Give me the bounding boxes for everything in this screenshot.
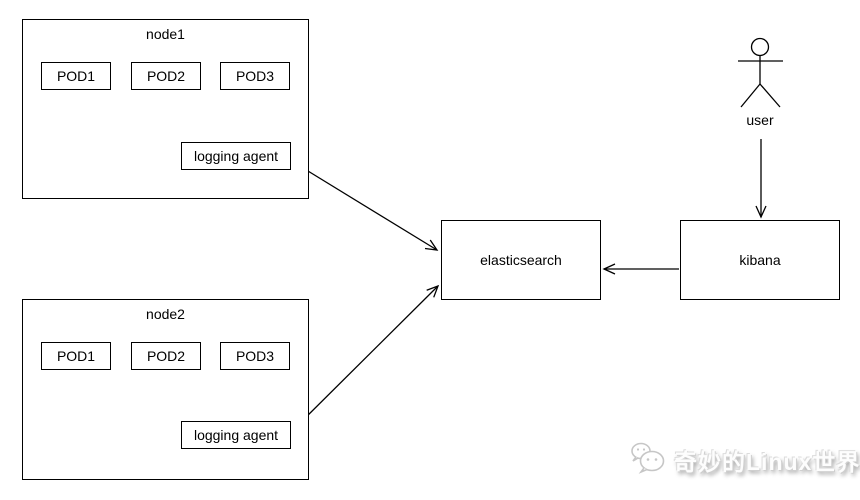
stick-figure-left-leg bbox=[740, 83, 761, 108]
user-actor-label: user bbox=[746, 112, 774, 128]
node1-logging-agent-box: logging agent bbox=[181, 142, 291, 170]
node-box-node2: node2 POD1 POD2 POD3 logging agent bbox=[22, 299, 309, 480]
watermark-text: 奇妙的Linux世界 bbox=[674, 449, 860, 475]
stick-figure-head bbox=[750, 37, 770, 57]
elasticsearch-box: elasticsearch bbox=[441, 220, 601, 300]
node2-pod3-box: POD3 bbox=[220, 342, 290, 370]
node2-pod2-box: POD2 bbox=[131, 342, 201, 370]
node1-label: node1 bbox=[146, 26, 185, 42]
node1-pod1-box: POD1 bbox=[41, 62, 111, 90]
node2-label: node2 bbox=[146, 306, 185, 322]
stick-figure-right-leg bbox=[759, 83, 781, 108]
node1-pod3-box: POD3 bbox=[220, 62, 290, 90]
wechat-icon bbox=[631, 442, 665, 474]
edge-node1-agent-to-elasticsearch bbox=[289, 159, 439, 251]
user-stick-figure-icon bbox=[738, 37, 783, 108]
watermark: 奇妙的Linux世界 bbox=[628, 440, 860, 480]
node2-logging-agent-box: logging agent bbox=[181, 421, 291, 449]
node2-pod1-box: POD1 bbox=[41, 342, 111, 370]
kibana-box: kibana bbox=[680, 220, 840, 300]
node-box-node1: node1 POD1 POD2 POD3 logging agent bbox=[22, 19, 309, 199]
edge-node2-agent-to-elasticsearch bbox=[289, 284, 440, 434]
node1-pod2-box: POD2 bbox=[131, 62, 201, 90]
